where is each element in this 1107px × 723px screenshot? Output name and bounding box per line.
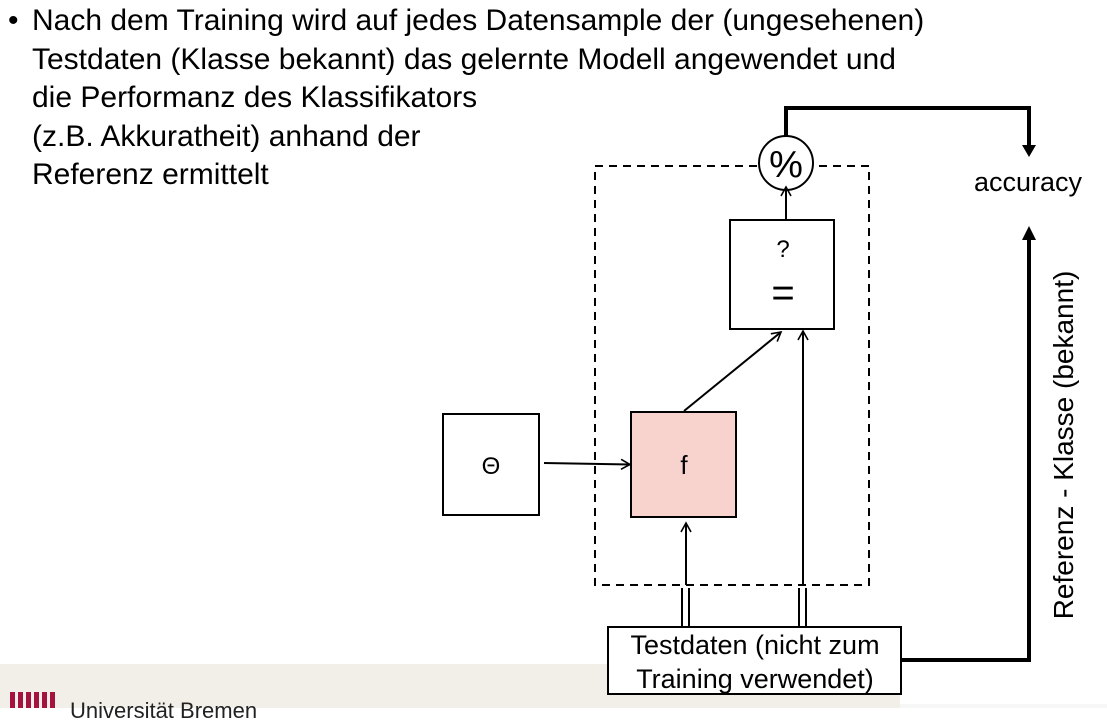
model-f-label: f [680,450,688,480]
bullet-line-4: (z.B. Akkuratheit) anhand der [32,119,421,153]
bullet-line-3: die Performanz des Klassifikators [32,81,478,114]
comparison-equals-sign: = [771,271,794,315]
theta-box [442,413,540,516]
arrowhead-accuracy-top [1022,145,1036,157]
bullet-symbol: • [8,4,19,37]
bullet-line-5: Referenz ermittelt [32,158,269,191]
evaluation-diagram: Θ f ? = % accuracy Referenz - Klasse (be… [442,106,1083,695]
model-f-box [630,411,737,518]
arrow-theta-to-f [543,458,632,471]
footer-bar-right [900,704,1107,708]
theta-label: Θ [482,453,501,480]
university-logo-icon [10,692,62,708]
bullet-line-2: Testdaten (Klasse bekannt) das gelernte … [32,42,896,76]
bullet-line-1: Nach dem Training wird auf jedes Datensa… [32,4,925,37]
model-boundary-dashed-box [594,165,870,586]
path-reference-to-accuracy [901,238,1031,662]
testdata-box [607,626,902,695]
reference-vertical-label: Referenz - Klasse (bekannt) [1048,271,1079,620]
testdata-label-line-2: Training verwendet) [636,664,874,694]
comparison-box [729,219,835,330]
arrowhead-accuracy-bottom [1022,226,1036,240]
percent-symbol: % [769,144,803,186]
path-percent-to-accuracy [784,106,1031,148]
arrow-f-to-comparison [683,330,783,412]
testdata-label-line-1: Testdaten (nicht zum [630,630,879,660]
accuracy-label: accuracy [974,167,1083,197]
footer-university-name: Universität Bremen [70,698,258,723]
comparison-question-mark: ? [776,236,789,263]
